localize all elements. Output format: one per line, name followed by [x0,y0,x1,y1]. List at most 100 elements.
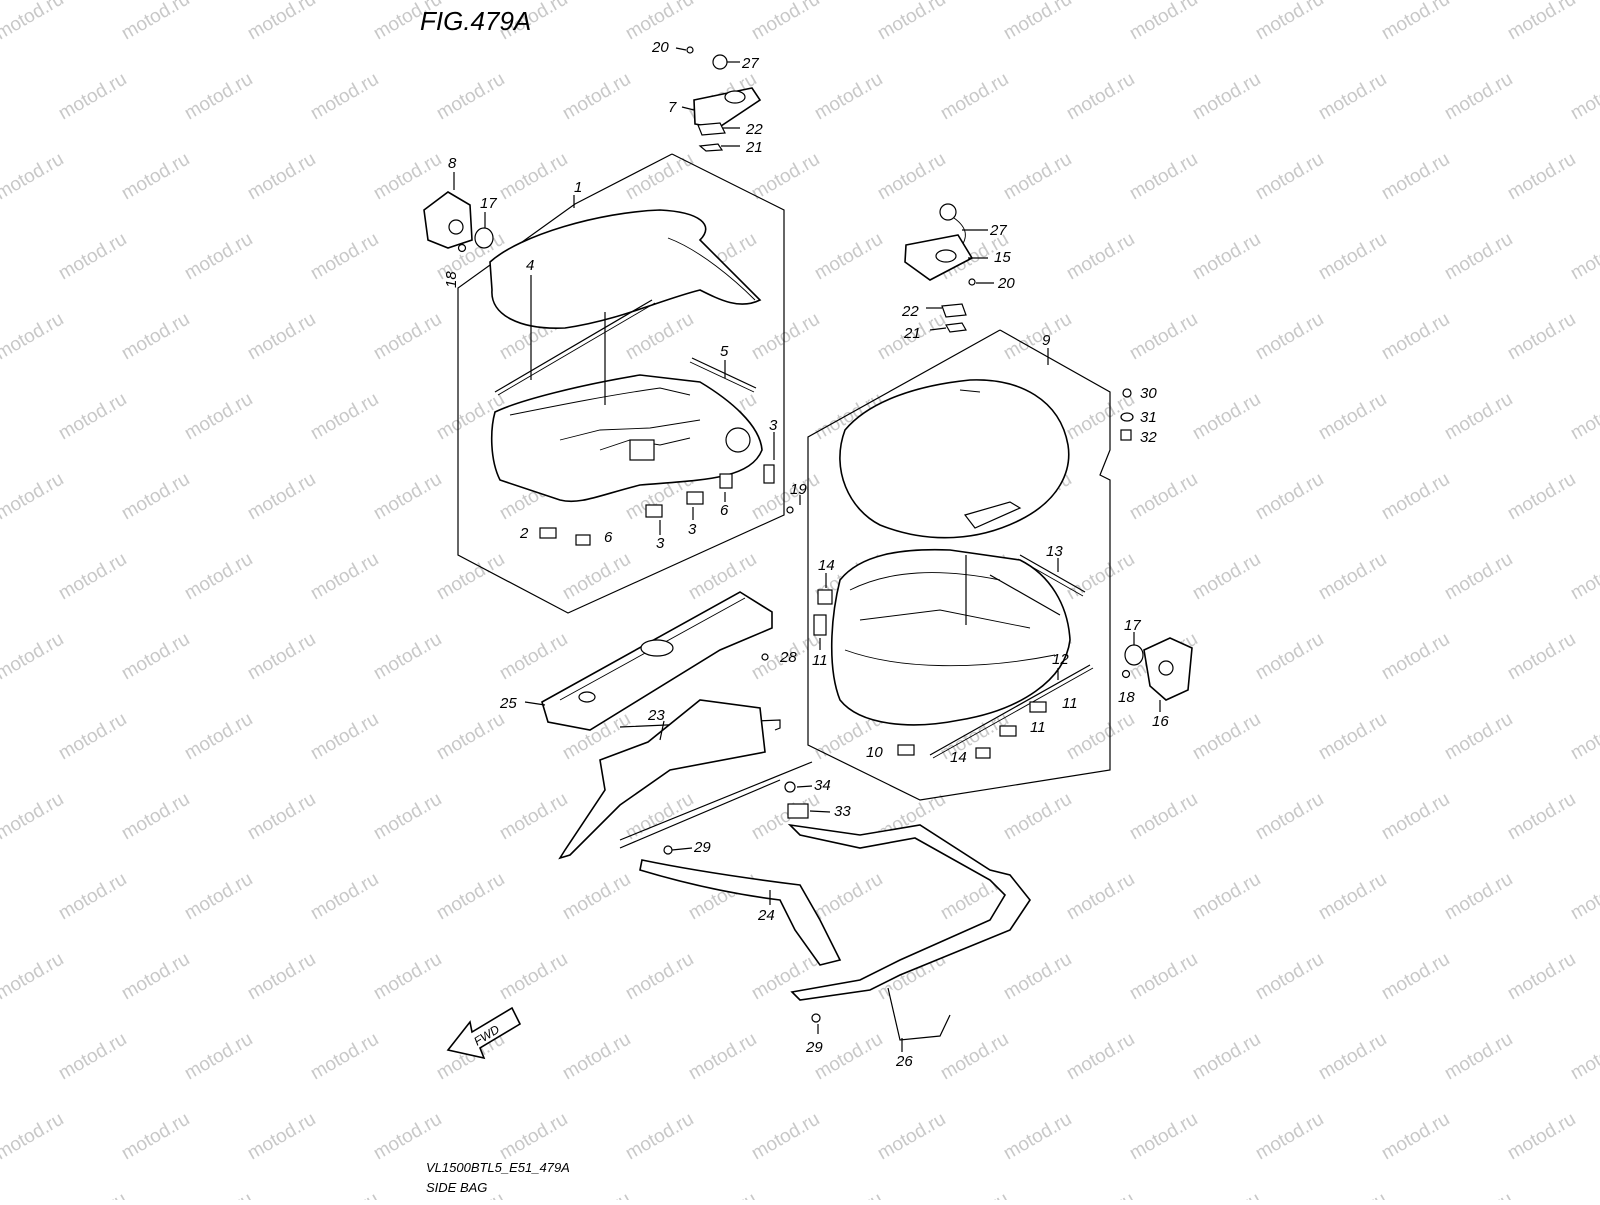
watermark-text: motod.ru [0,949,67,1005]
watermark-text: motod.ru [1504,149,1579,205]
watermark-text: motod.ru [811,869,886,925]
watermark-text: motod.ru [685,549,760,605]
frame-24-group [619,761,842,966]
watermark-text: motod.ru [1000,949,1075,1005]
watermark-text: motod.ru [307,549,382,605]
watermark-text: motod.ru [1315,229,1390,285]
callout-19: 19 [790,481,807,498]
watermark-text: motod.ru [181,69,256,125]
watermark-text: motod.ru [1063,1189,1138,1200]
bolt-29b [811,1013,821,1023]
watermark-text: motod.ru [622,0,697,44]
watermark-text: motod.ru [1063,69,1138,125]
left-bag-lid [489,209,762,329]
watermark-text: motod.ru [181,709,256,765]
watermark-text: motod.ru [244,629,319,685]
watermark-text: motod.ru [0,1109,67,1165]
callout-27a: 27 [741,55,759,72]
callout-23: 23 [647,707,665,724]
grommet-14b [975,747,991,759]
watermark-text: motod.ru [0,789,67,845]
watermark-text: motod.ru [55,1189,130,1200]
watermark-text: motod.ru [685,1189,760,1200]
callout-26: 26 [895,1053,913,1070]
grommet-14a [817,589,833,605]
watermark-text: motod.ru [1000,149,1075,205]
watermark-text: motod.ru [1315,869,1390,925]
watermark-text: motod.ru [1126,1109,1201,1165]
watermark-text: motod.ru [811,229,886,285]
watermark-text: motod.ru [1000,1109,1075,1165]
watermark-text: motod.ru [181,229,256,285]
watermark-text: motod.ru [370,309,445,365]
watermark-text: motod.ru [307,869,382,925]
watermark-text: motod.ru [1567,69,1600,125]
watermark-text: motod.ru [874,1109,949,1165]
watermark-text: motod.ru [307,709,382,765]
watermark-text: motod.ru [1567,869,1600,925]
watermark-text: motod.ru [622,1109,697,1165]
callout-5: 5 [720,343,729,360]
watermark-text: motod.ru [181,549,256,605]
watermark-text: motod.ru [55,709,130,765]
callout-29a: 29 [693,839,711,856]
watermark-text: motod.ru [307,229,382,285]
callout-24: 24 [757,907,775,924]
right-lock-group [904,203,994,333]
callout-6a: 6 [604,529,613,546]
watermark-text: motod.ru [1126,309,1201,365]
left-latch-group [423,172,494,253]
watermark-text: motod.ru [1189,69,1264,125]
grommet-6a [719,473,733,489]
left-bag-frame [457,153,785,614]
top-lock-group [675,46,762,152]
frame-26 [787,823,1031,1001]
watermark-text: motod.ru [1441,69,1516,125]
watermark-text: motod.ru [307,389,382,445]
watermark-text: motod.ru [1504,629,1579,685]
watermark-text: motod.ru [118,629,193,685]
watermark-text: motod.ru [0,309,67,365]
callout-34: 34 [814,777,831,794]
watermark-text: motod.ru [1315,1029,1390,1085]
watermark-text: motod.ru [1504,0,1579,44]
callout-14b: 14 [950,749,967,766]
watermark-text: motod.ru [748,309,823,365]
watermark-text: motod.ru [244,0,319,44]
watermark-text: motod.ru [1441,389,1516,445]
watermark-text: motod.ru [307,1029,382,1085]
watermark-text: motod.ru [1315,389,1390,445]
watermark-text: motod.ru [811,1029,886,1085]
collar-32 [1120,429,1132,441]
watermark-text: motod.ru [370,949,445,1005]
gasket-22b [941,303,967,318]
callout-labels: 1 2 3 3 3 4 5 6 6 7 8 9 10 11 11 11 12 1… [443,39,1169,1070]
callout-13: 13 [1046,543,1063,560]
watermark-text: motod.ru [0,149,67,205]
right-bag-frame [807,329,1111,801]
washer-31 [1120,412,1134,422]
clip-3c [763,464,775,484]
watermark-text: motod.ru [622,149,697,205]
callout-22b: 22 [901,303,919,320]
watermark-text: motod.ru [496,789,571,845]
callout-18a: 18 [443,271,460,288]
watermark-text: motod.ru [307,69,382,125]
watermark-text: motod.ru [1441,1189,1516,1200]
watermark-text: motod.ru [1567,1189,1600,1200]
watermark-text: motod.ru [370,469,445,525]
watermark-text: motod.ru [1252,0,1327,44]
gasket-22a [697,122,726,136]
watermark-text: motod.ru [55,69,130,125]
callout-16: 16 [1152,713,1169,730]
watermark-text: motod.ru [1504,309,1579,365]
callout-3a: 3 [656,535,665,552]
watermark-text: motod.ru [622,789,697,845]
screw-30 [1122,388,1132,398]
section-name: SIDE BAG [426,1180,487,1195]
screw-28 [761,653,769,661]
callout-31: 31 [1140,409,1157,426]
watermark-text: motod.ru [496,149,571,205]
watermark-text: motod.ru [559,1189,634,1200]
